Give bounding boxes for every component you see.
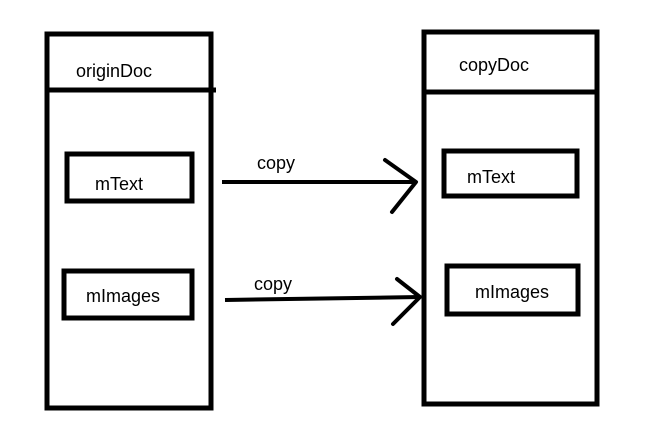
copy-arrow-mimages-label: copy [254,274,292,294]
copy-field-mimages-box [444,263,581,317]
origin-doc: originDoc mText mImages [44,31,216,411]
copy-doc-frame [421,29,600,407]
copy-doc-title: copyDoc [459,55,529,75]
copy-arrow-mimages: copy [224,274,422,326]
origin-field-mimages-label: mImages [86,286,160,306]
copy-field-mimages-label: mImages [475,282,549,302]
copy-field-mtext-label: mText [467,167,515,187]
copy-arrow-mtext-head [383,158,418,214]
origin-field-mtext-box [64,151,195,204]
origin-doc-title: originDoc [76,61,152,81]
copy-arrow-mtext-label: copy [257,153,295,173]
origin-doc-frame [44,31,214,411]
copy-arrow-mimages-shaft [224,295,421,302]
copy-field-mtext-box [441,148,580,199]
copy-arrow-mimages-head [391,277,422,326]
origin-field-mtext-label: mText [95,174,143,194]
copy-arrow-mtext: copy [222,153,418,214]
origin-field-mimages-box [61,268,195,321]
copy-doc: copyDoc mText mImages [421,29,600,407]
